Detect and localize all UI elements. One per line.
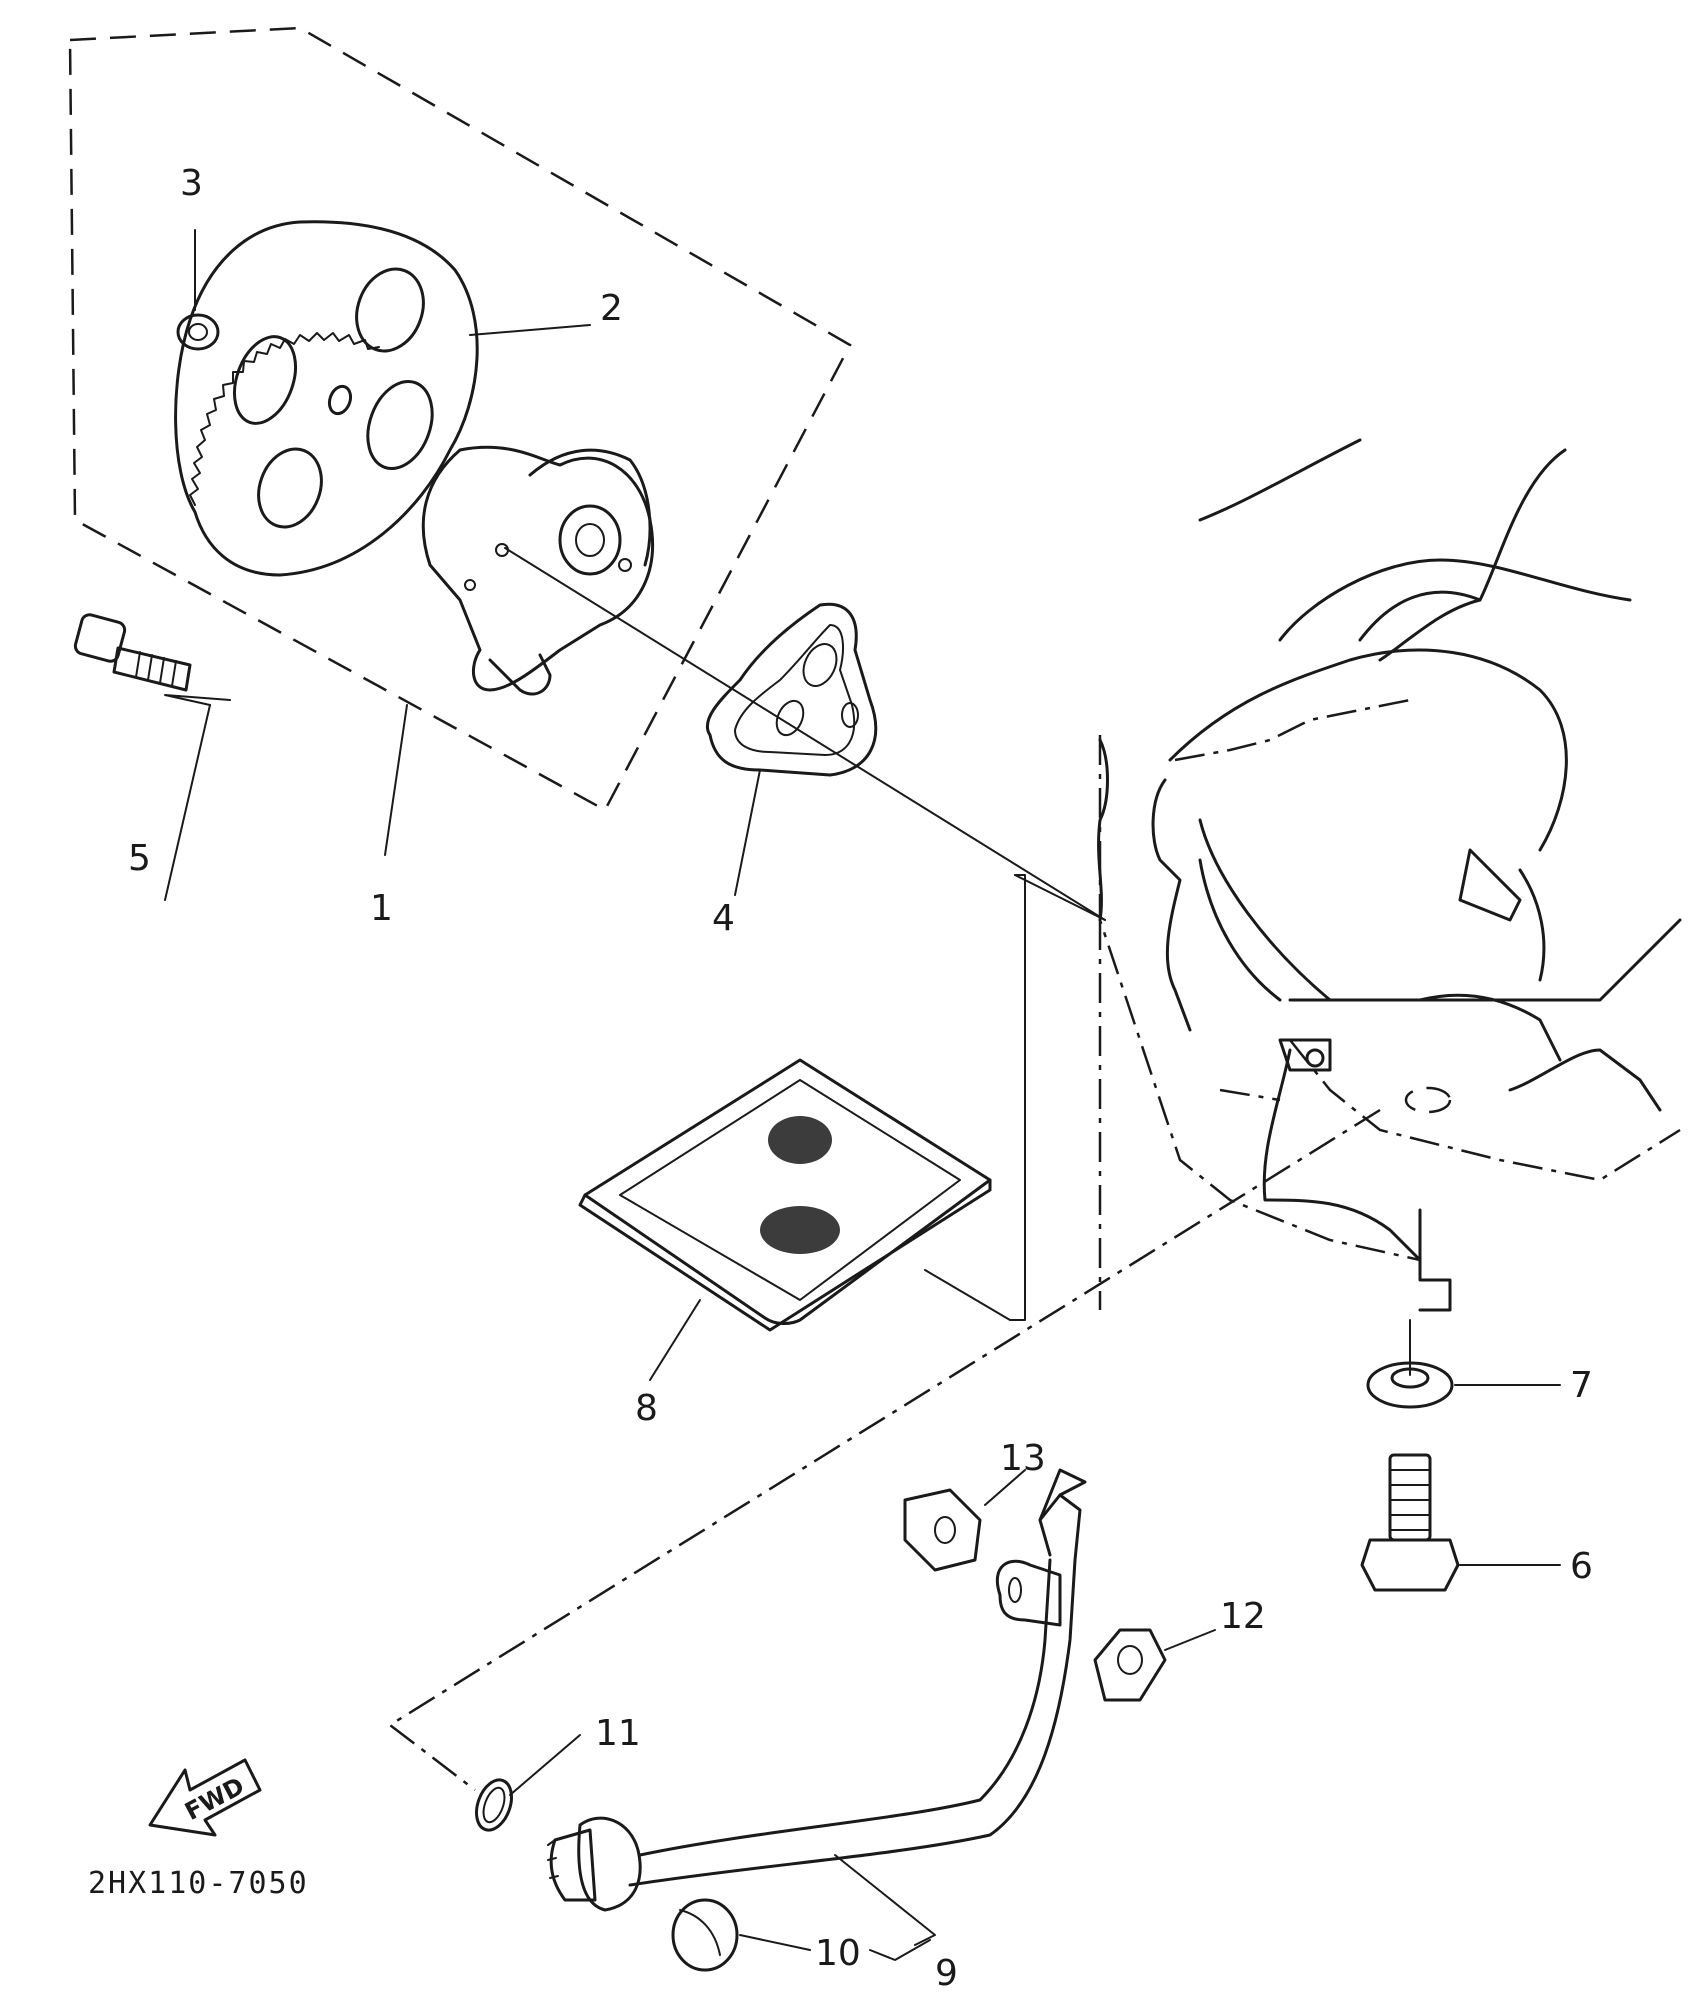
callout-9: 9	[935, 1953, 958, 1993]
nut-12	[1093, 1628, 1167, 1702]
callout-12: 12	[1220, 1596, 1266, 1637]
drain-bolt-6	[1360, 1453, 1460, 1592]
catalog-code: 2HX110-7050	[88, 1866, 309, 1901]
crankcase	[1097, 438, 1682, 1312]
alignment-line-pump	[504, 547, 1106, 921]
callout-3: 3	[180, 163, 203, 204]
callout-4: 4	[712, 898, 735, 939]
callout-2: 2	[600, 288, 623, 329]
alignment-line-pipe	[387, 1108, 1381, 1791]
circlip-3	[176, 313, 220, 351]
assembly-boundary-dashed	[68, 26, 852, 812]
callout-7: 7	[1570, 1365, 1593, 1406]
callout-labels: 3 2 5 1 4 8 7 6 13 12 11 10 9	[128, 163, 1593, 1993]
callout-10: 10	[815, 1933, 861, 1974]
callout-1: 1	[370, 888, 393, 929]
oil-pipe-9	[547, 1468, 1087, 1912]
callout-5: 5	[128, 838, 151, 879]
gasket-washer-7	[1366, 1319, 1454, 1409]
cap-10	[671, 1898, 739, 1972]
bolt-5	[73, 613, 192, 692]
callout-6: 6	[1570, 1546, 1593, 1587]
oil-strainer-8	[578, 1058, 992, 1332]
callout-8: 8	[635, 1388, 658, 1429]
fwd-label: FWD	[180, 1772, 249, 1826]
oil-pump-body	[421, 445, 655, 696]
o-ring-11	[475, 1778, 513, 1832]
nut-13	[903, 1488, 982, 1572]
mesh-screen-lower	[760, 1206, 840, 1254]
callout-11: 11	[595, 1713, 641, 1754]
oil-pump-driven-gear	[174, 220, 479, 577]
leader-lines	[164, 229, 1561, 1961]
mesh-screen-upper	[768, 1116, 832, 1164]
strainer-reference-line	[924, 874, 1026, 1321]
callout-13: 13	[1000, 1438, 1046, 1479]
fwd-arrow-icon: FWD	[148, 1758, 262, 1837]
